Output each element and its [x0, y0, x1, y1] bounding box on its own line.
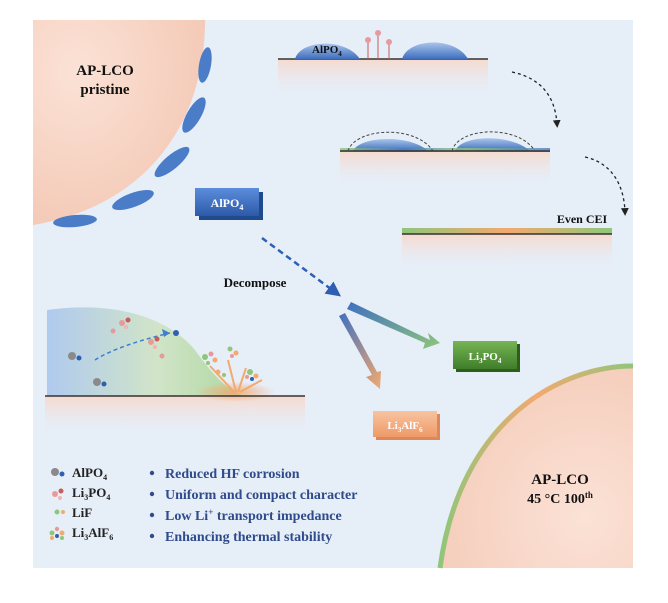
cycled-label-line1: AP-LCO: [531, 472, 589, 488]
svg-text:Li3AlF6: Li3AlF6: [387, 420, 423, 434]
bullet-dot: [149, 512, 155, 518]
bullet-text-1: Reduced HF corrosion: [165, 467, 300, 482]
pristine-label-line2: pristine: [80, 82, 130, 98]
alpo4-particle-icon: [51, 468, 65, 477]
legend-lif: LiF: [72, 505, 92, 520]
surface-step-2: [340, 131, 550, 189]
legend-li3po4: Li3PO4: [72, 485, 110, 502]
svg-text:Li3PO4: Li3PO4: [469, 351, 502, 365]
li3alf6-particle-icon: [49, 526, 65, 540]
bullet-dot: [149, 491, 155, 497]
bullet-text-3: Low Li+ transport impedance: [165, 507, 342, 524]
pristine-particle: [33, 20, 212, 228]
legend-li3alf6: Li3AlF6: [72, 525, 113, 542]
legend-alpo4: AlPO4: [72, 465, 107, 482]
lif-particle-icon: [54, 509, 65, 515]
surface-step-1: [278, 30, 488, 99]
arrow-to-li3alf6: [339, 313, 381, 389]
surface-step-3: [402, 228, 612, 272]
cycled-label-line2: 45 °C 100th: [527, 490, 593, 507]
svg-text:AlPO4: AlPO4: [211, 196, 244, 212]
decompose-arrow: [261, 236, 342, 297]
li3po4-particle-icon: [52, 488, 64, 500]
even-cei-label: Even CEI: [557, 212, 608, 226]
curved-arrow-2: [584, 156, 629, 216]
bullet-dot: [149, 470, 155, 476]
cycled-particle: [437, 363, 634, 569]
bullet-text-2: Uniform and compact character: [165, 488, 357, 503]
surface-alpo4-label: AlPO4: [312, 44, 342, 58]
li3po4-badge: Li3PO4: [453, 341, 520, 372]
bullet-dot: [149, 533, 155, 539]
li3alf6-badge: Li3AlF6: [373, 411, 440, 440]
arrow-to-li3po4: [347, 302, 440, 349]
pristine-label-line1: AP-LCO: [76, 63, 134, 79]
alpo4-badge: AlPO4: [195, 188, 263, 220]
benefits-list: Reduced HF corrosion Uniform and compact…: [149, 467, 357, 545]
decompose-label: Decompose: [224, 275, 287, 290]
bullet-text-4: Enhancing thermal stability: [165, 530, 332, 545]
curved-arrow-1: [511, 71, 561, 128]
mechanism-illustration: [45, 307, 305, 438]
